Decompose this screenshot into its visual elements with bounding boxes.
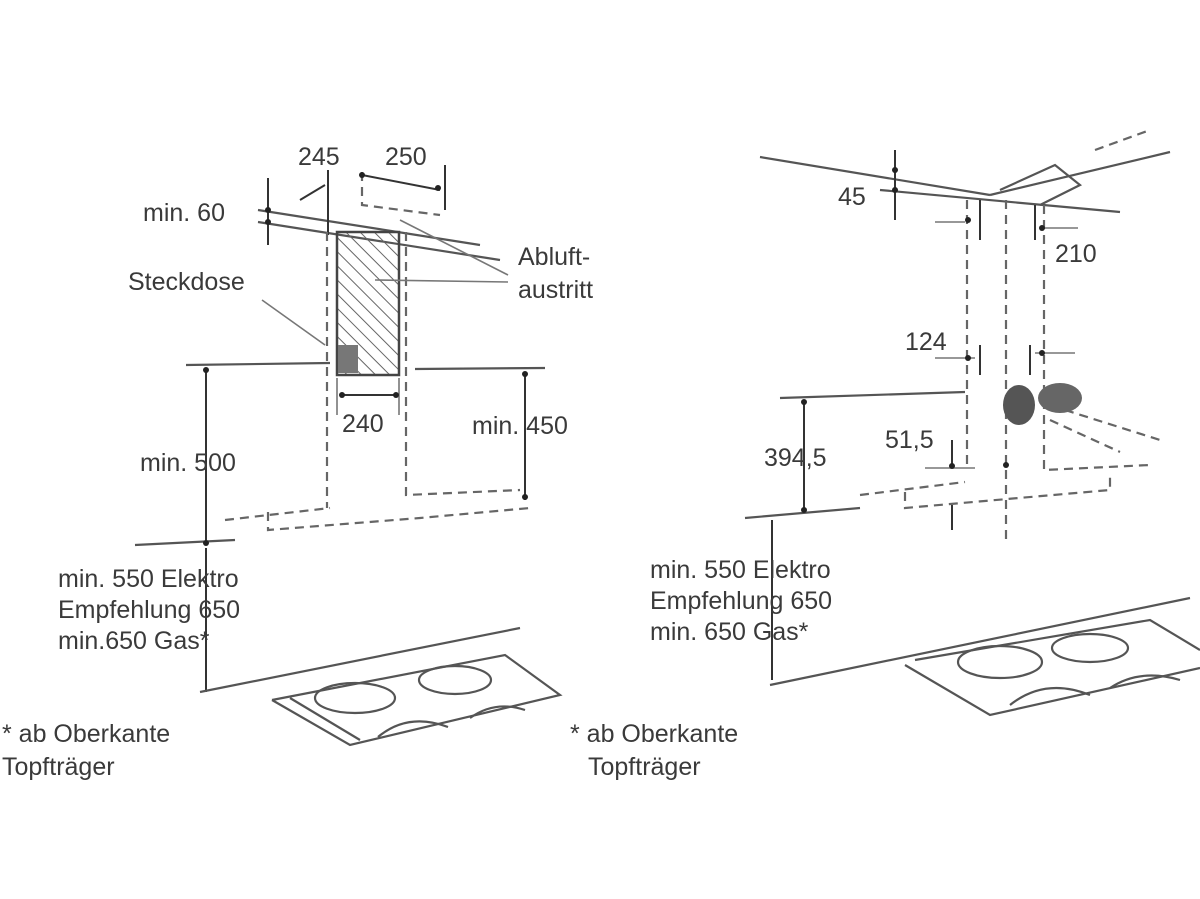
footnote-line: Topfträger (588, 753, 701, 781)
hood-outline (266, 506, 531, 532)
ceiling-line (759, 155, 991, 197)
height-note-line: Empfehlung 650 (58, 596, 240, 624)
cooktop (199, 626, 563, 747)
steckdose-leader (261, 299, 326, 346)
right-view: 45 210 124 51,5 394,5 min. 550 Elektro E… (570, 128, 1200, 781)
reference-line (134, 538, 236, 547)
ceiling-line (257, 208, 481, 247)
reference-line (744, 506, 861, 520)
dim-394-5-label: 394,5 (764, 444, 827, 472)
footnote-line: * ab Oberkante (570, 720, 738, 748)
ceiling-line (989, 150, 1171, 197)
hood-outline (859, 480, 966, 497)
hood-outline (903, 472, 1112, 510)
socket-box (338, 345, 358, 373)
outlet-outline (999, 163, 1083, 206)
footnote-line: Topfträger (2, 753, 115, 781)
dim-min450-label: min. 450 (472, 412, 568, 440)
abluft-label-1: Abluft- (518, 243, 590, 271)
ceiling-line (879, 188, 1121, 214)
footnote-line: * ab Oberkante (2, 720, 170, 748)
dim-45-label: 45 (838, 183, 866, 211)
outlet-outline (360, 172, 441, 217)
height-note-line: min. 550 Elektro (650, 556, 831, 584)
outlet-outline (1094, 128, 1151, 152)
dim-124-label: 124 (905, 328, 947, 356)
hood-outline (224, 506, 331, 522)
height-note-line: min. 550 Elektro (58, 565, 239, 593)
dimension-dots (801, 167, 1045, 513)
abluft-leader (374, 279, 509, 283)
fan-motor (1038, 383, 1082, 413)
airflow-arrow (1049, 418, 1121, 454)
left-view: 245 250 min. 60 Steckdose Abluft- austri… (2, 143, 593, 781)
height-note-line: Empfehlung 650 (650, 587, 832, 615)
height-note-line: min.650 Gas* (58, 627, 210, 655)
reference-line (414, 366, 546, 371)
reference-line (185, 361, 331, 367)
dim-line-245 (299, 184, 326, 201)
dim-245-label: 245 (298, 143, 340, 171)
reference-line (779, 390, 966, 400)
dim-250-label: 250 (385, 143, 427, 171)
height-note-line: min. 650 Gas* (650, 618, 809, 646)
dim-min500-label: min. 500 (140, 449, 236, 477)
airflow-arrow (1064, 408, 1161, 442)
abluft-label-2: austritt (518, 276, 593, 304)
hood-outline (404, 232, 521, 497)
abluft-leader (399, 219, 509, 276)
dim-210-label: 210 (1055, 240, 1097, 268)
fan-motor (1003, 385, 1035, 425)
dim-min60-label: min. 60 (143, 199, 225, 227)
dim-240-label: 240 (342, 410, 384, 438)
steckdose-label: Steckdose (128, 268, 245, 296)
chimney-outline (1042, 205, 1151, 472)
cooktop (769, 596, 1200, 717)
dim-line-250 (361, 174, 441, 191)
dim-51-5-label: 51,5 (885, 426, 934, 454)
dimension-dots (203, 172, 528, 546)
